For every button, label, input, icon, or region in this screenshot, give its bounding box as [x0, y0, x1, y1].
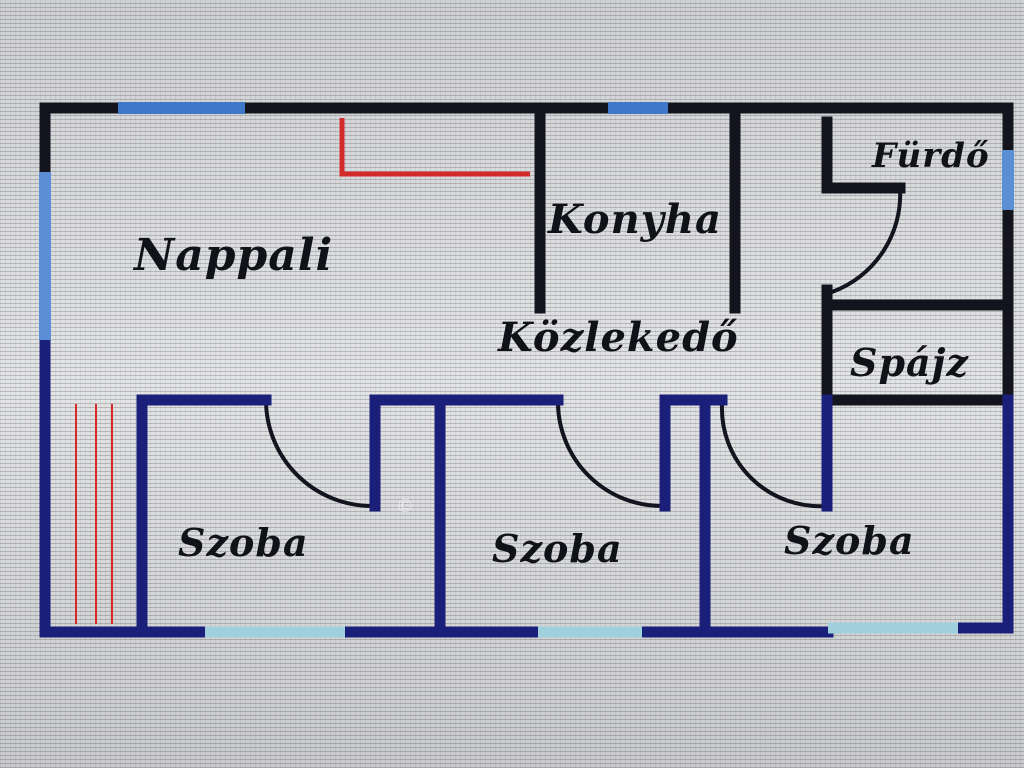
door-arc-szoba-1 [264, 399, 373, 508]
label-kozlekedo: Közlekedő [498, 314, 739, 361]
red-fixtures [75, 118, 530, 624]
label-szoba-3: Szoba [784, 518, 915, 563]
door-arc-furdo [831, 187, 903, 294]
watermark-text: © [396, 496, 414, 517]
label-furdo: Fürdő [872, 136, 990, 176]
windows [39, 102, 1014, 638]
label-szoba-2: Szoba [492, 526, 623, 571]
label-konyha: Konyha [548, 196, 722, 243]
door-arc-szoba-3 [719, 403, 827, 509]
label-nappali: Nappali [134, 230, 334, 281]
navy-walls [39, 334, 1014, 638]
label-spajz: Spájz [850, 340, 969, 385]
door-arcs [264, 187, 903, 509]
door-arc-szoba-2 [556, 403, 663, 508]
kitchen-counter-outline [339, 118, 530, 177]
label-szoba-1: Szoba [178, 520, 309, 565]
